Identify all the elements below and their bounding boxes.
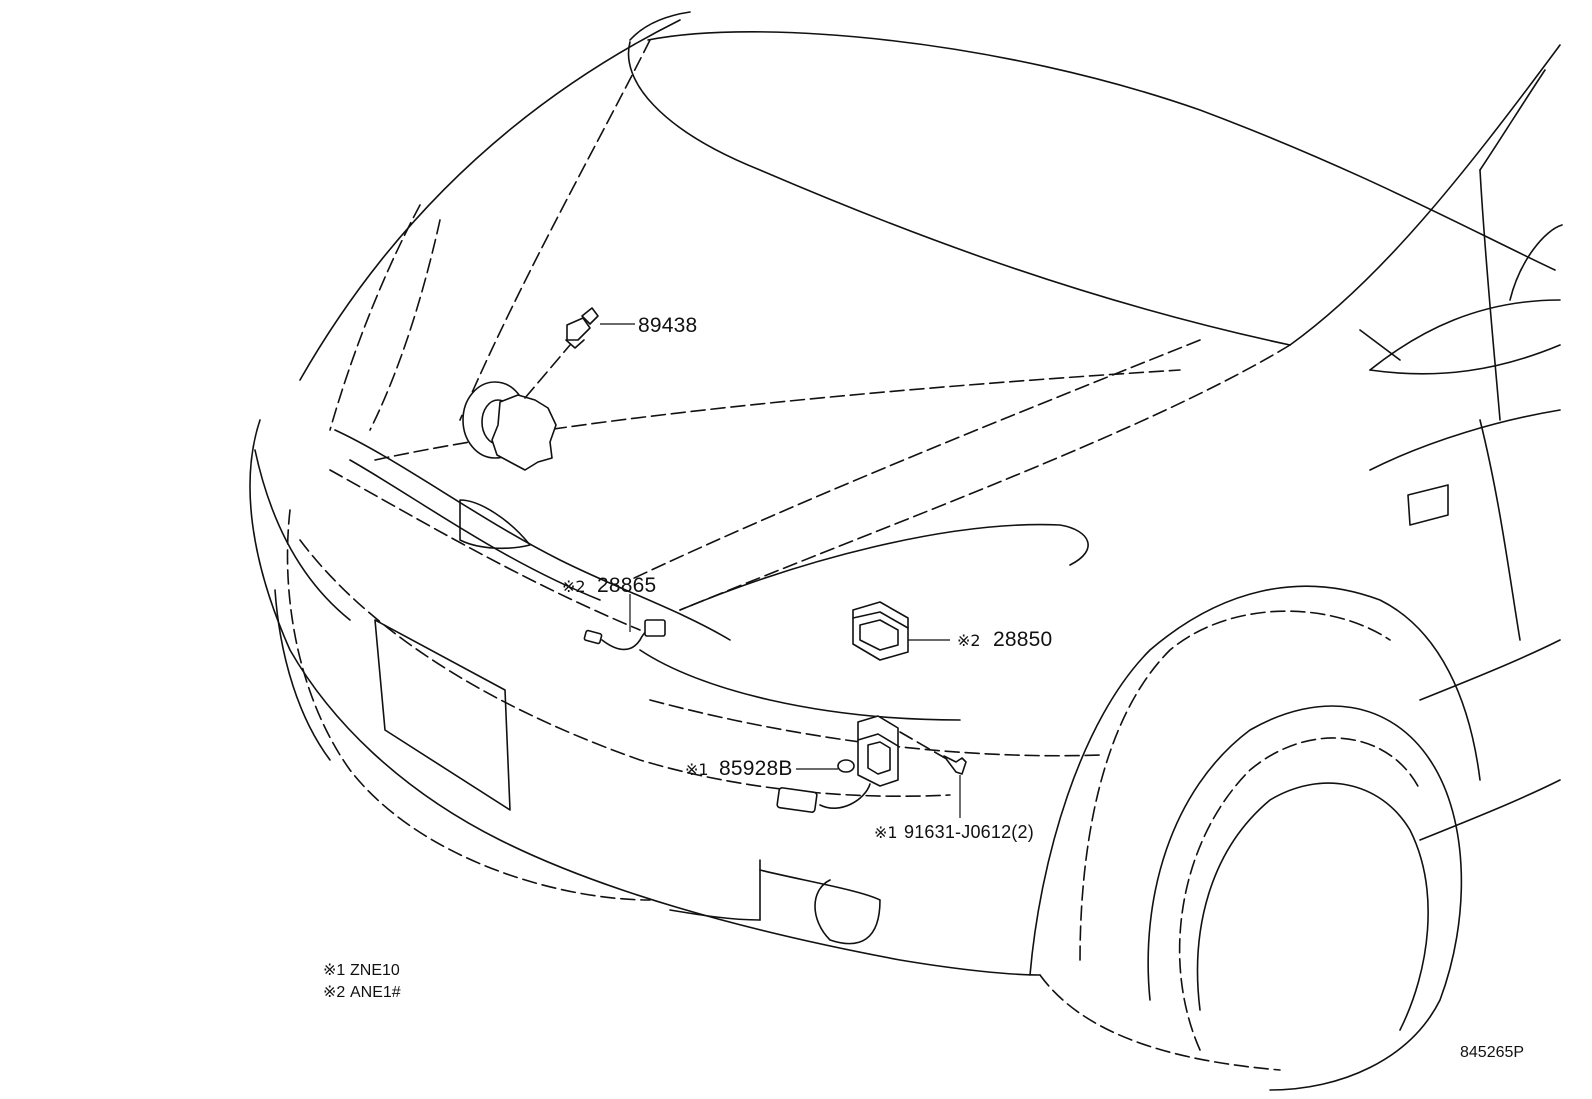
callout-number: 85928B [719, 757, 793, 780]
callout-number: 89438 [638, 314, 697, 337]
horn-assembly [462, 344, 571, 471]
callout-28850: ※2 28850 [957, 628, 1052, 651]
legend-model: ZNE10 [350, 962, 400, 979]
callout-mark: ※1 [685, 760, 709, 779]
model-legend: ※1 ZNE10 ※2 ANE1# [323, 962, 401, 1001]
sensor-85928B [776, 715, 946, 813]
callout-number: 91631-J0612(2) [904, 822, 1034, 842]
callout-number: 28850 [993, 628, 1052, 651]
legend-mark: ※1 [323, 962, 345, 979]
horn-sensor [565, 307, 599, 349]
callout-number: 28865 [597, 574, 656, 597]
sensor-28850 [852, 601, 950, 661]
callout-85928B: ※1 85928B [685, 757, 793, 780]
callout-mark: ※2 [957, 631, 981, 650]
callout-28865: ※2 28865 [562, 574, 656, 597]
callout-91631: ※1 91631-J0612(2) [874, 822, 1034, 842]
legend-model: ANE1# [350, 984, 401, 1001]
callout-89438: 89438 [638, 314, 697, 337]
bolt-91631 [943, 755, 967, 818]
diagram-code: 845265P [1460, 1044, 1524, 1061]
legend-mark: ※2 [323, 984, 345, 1001]
callout-mark: ※2 [562, 577, 586, 596]
callout-mark: ※1 [874, 823, 898, 842]
wire-harness-28865 [583, 594, 666, 651]
car-body-outline [249, 11, 1563, 1091]
